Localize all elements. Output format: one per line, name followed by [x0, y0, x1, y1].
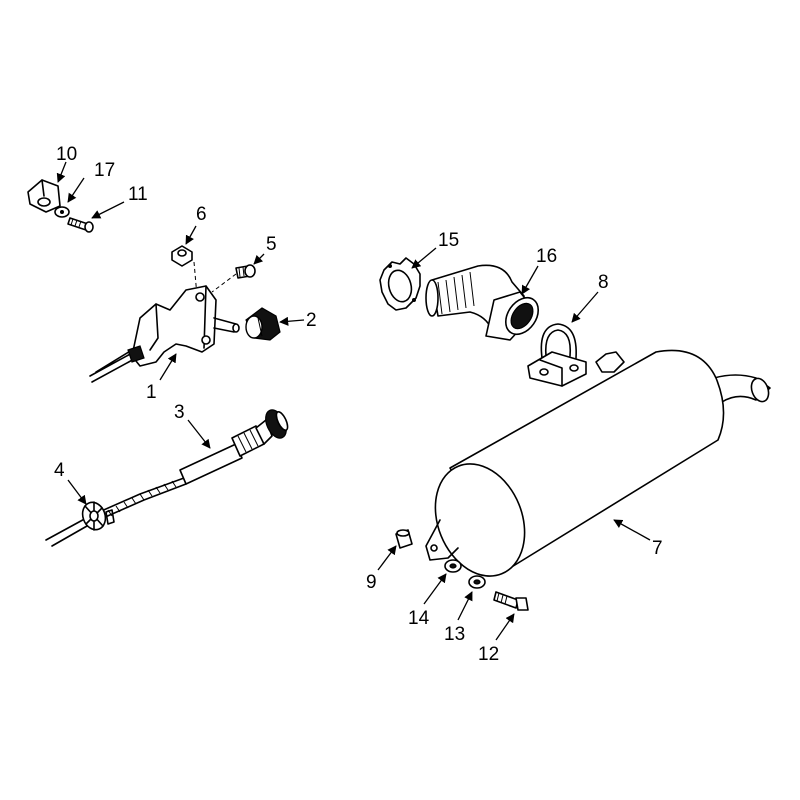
leader-8	[571, 291, 599, 323]
leader-5	[253, 253, 265, 265]
leader-lines	[56, 161, 651, 641]
part-4-lock-washer	[81, 501, 115, 531]
callout-10: 10	[56, 144, 77, 165]
callout-16: 16	[536, 246, 557, 267]
leader-17	[67, 177, 85, 203]
callout-3: 3	[174, 402, 185, 423]
part-11-screw	[67, 217, 94, 233]
callout-13: 13	[444, 624, 465, 645]
leader-10	[56, 161, 67, 183]
part-1-control-bracket	[89, 285, 240, 383]
part-2-knob	[245, 307, 281, 341]
part-10-cable-clamp	[27, 179, 61, 213]
leader-9	[377, 545, 397, 571]
part-7-muffler	[395, 349, 771, 577]
callout-17: 17	[94, 160, 115, 181]
leader-16	[521, 265, 539, 295]
leader-12	[495, 613, 515, 641]
callout-7: 7	[652, 538, 663, 559]
leader-15	[411, 247, 437, 269]
leader-4	[67, 479, 87, 505]
callout-5: 5	[266, 234, 277, 255]
callout-4: 4	[54, 460, 65, 481]
part-15-flange-gasket	[379, 257, 421, 311]
callout-6: 6	[196, 204, 207, 225]
part-16-exhaust-elbow	[425, 264, 540, 341]
callout-11: 11	[128, 184, 148, 205]
part-13-lock-washer	[468, 575, 486, 589]
leader-11	[91, 201, 125, 219]
leader-14	[423, 573, 447, 605]
leader-7	[613, 519, 651, 541]
part-12-bolt	[493, 591, 529, 611]
leader-2	[279, 316, 305, 326]
callout-9: 9	[366, 572, 377, 593]
leader-6	[185, 225, 197, 245]
part-8-exhaust-clamp	[527, 323, 587, 387]
leader-13	[457, 591, 473, 621]
callout-14: 14	[408, 608, 430, 629]
part-5-screw	[211, 264, 256, 293]
leader-3	[187, 419, 211, 449]
callout-15: 15	[438, 230, 459, 251]
callout-2: 2	[306, 310, 317, 331]
part-3-control-cable	[45, 409, 289, 547]
callout-8: 8	[598, 272, 609, 293]
part-6-nut	[171, 245, 198, 297]
callout-labels: 10 17 11 6 5 2 1 3 4 15 16 8 7 9 14 13 1…	[54, 144, 663, 665]
part-14-washer	[444, 559, 462, 573]
callout-12: 12	[478, 644, 499, 665]
leader-1	[159, 353, 177, 381]
part-17-washer	[54, 206, 70, 218]
callout-1: 1	[146, 382, 157, 403]
